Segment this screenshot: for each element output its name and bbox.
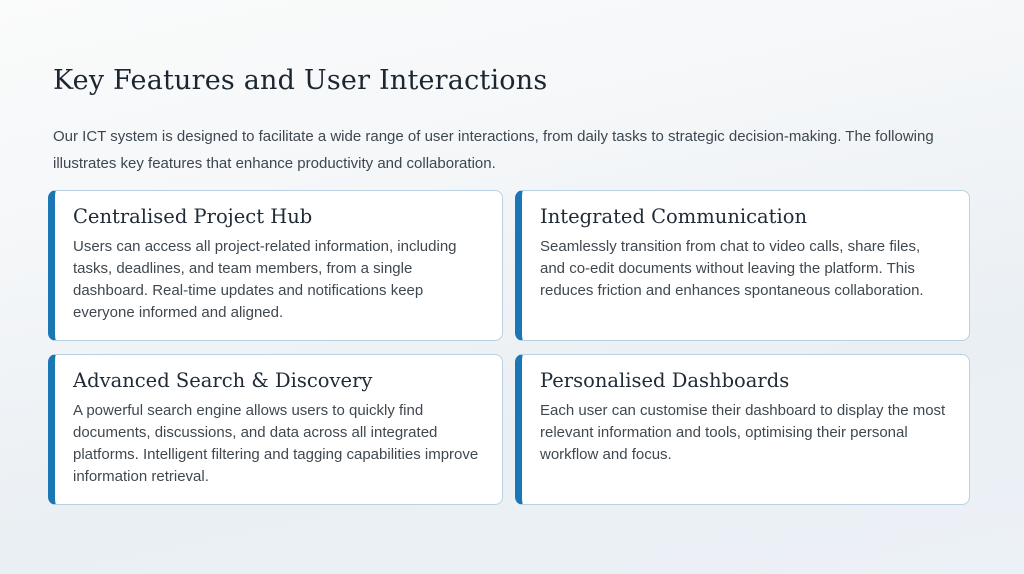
intro-text: Our ICT system is designed to facilitate…: [53, 128, 934, 172]
card-body: A powerful search engine allows users to…: [73, 402, 479, 485]
card-body: Users can access all project-related inf…: [73, 238, 457, 321]
card-title: Personalised Dashboards: [540, 369, 790, 392]
card-title: Advanced Search & Discovery: [73, 369, 373, 392]
page-title: Key Features and User Interactions: [53, 65, 548, 96]
card-body: Each user can customise their dashboard …: [540, 402, 946, 463]
features-grid: Centralised Project Hub Users can access…: [48, 190, 970, 505]
feature-card-integrated-communication: Integrated Communication Seamlessly tran…: [515, 190, 970, 341]
card-body: Seamlessly transition from chat to video…: [540, 238, 924, 299]
feature-card-personalised-dashboards: Personalised Dashboards Each user can cu…: [515, 354, 970, 505]
feature-card-centralised-project-hub: Centralised Project Hub Users can access…: [48, 190, 503, 341]
card-title: Centralised Project Hub: [73, 205, 313, 228]
card-title: Integrated Communication: [540, 205, 808, 228]
feature-card-advanced-search-discovery: Advanced Search & Discovery A powerful s…: [48, 354, 503, 505]
